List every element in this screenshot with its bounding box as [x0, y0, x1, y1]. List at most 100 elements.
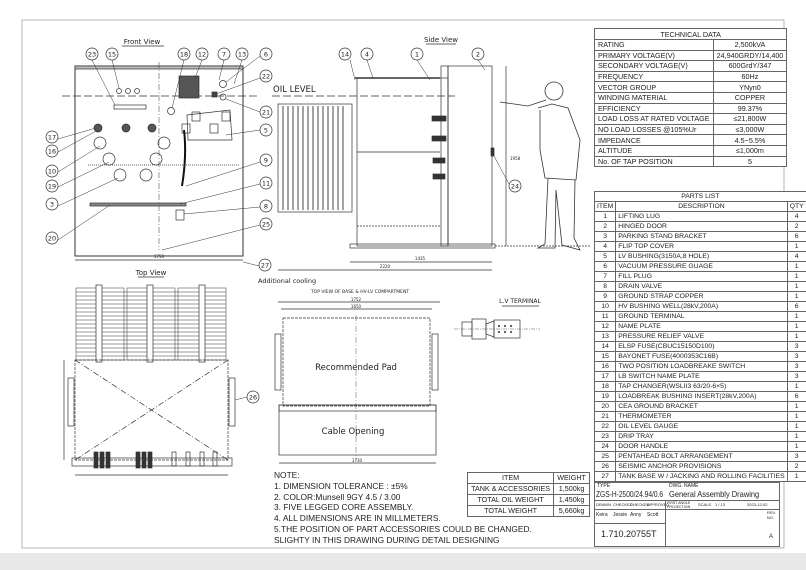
part-description: BAYONET FUSE(4000353C16B) [615, 351, 788, 362]
callout-17: 17 [45, 130, 59, 144]
part-description: HINGED DOOR [615, 221, 788, 232]
part-description: ELSP FUSE(CBUC15150D100) [615, 341, 788, 352]
note-line: 3. FIVE LEGGED CORE ASSEMBLY. [274, 502, 414, 513]
part-qty: 2 [786, 461, 806, 472]
svg-text:2: 2 [476, 51, 480, 59]
callout-23: 23 [85, 47, 99, 61]
svg-text:13: 13 [238, 51, 246, 59]
name-approved: Scott [647, 512, 659, 518]
type-value: ZGS-H-2500/24.94/0.6 [596, 489, 664, 499]
part-item: 21 [593, 411, 617, 422]
callout-12: 12 [195, 47, 209, 61]
callout-19: 19 [45, 179, 59, 193]
tech-label: FREQUENCY [594, 70, 714, 83]
tech-value: 24,940GRDY/14,400 [712, 49, 788, 62]
svg-text:9: 9 [264, 157, 268, 165]
note-line: 4. ALL DIMENSIONS ARE IN MILLMETERS. [274, 513, 441, 524]
part-item: 27 [593, 471, 617, 482]
part-item: 9 [593, 291, 617, 302]
part-item: 25 [593, 451, 617, 462]
tech-label: VECTOR GROUP [594, 81, 714, 93]
revision-mark: A [769, 534, 774, 540]
part-description: LV BUSHING(3150A,8 HOLE) [615, 251, 788, 262]
part-item: 16 [593, 361, 617, 372]
callout-13: 13 [235, 47, 249, 61]
part-description: LB SWITCH NAME PLATE [615, 371, 788, 382]
svg-text:15: 15 [108, 51, 116, 59]
part-qty: 1 [786, 431, 806, 442]
svg-text:4: 4 [365, 51, 369, 59]
part-item: 23 [593, 431, 617, 442]
tech-value: 4.5~5.5% [712, 134, 788, 146]
part-item: 17 [593, 371, 617, 382]
part-qty: 3 [786, 351, 806, 362]
part-qty: 6 [786, 231, 806, 242]
callout-16: 16 [45, 144, 59, 158]
side-view: Side View OIL LEVEL 1435 2220 1958 [272, 36, 590, 271]
tech-row: LOAD LOSS AT RATED VOLTAGE≤21,800W [594, 113, 788, 125]
top-view-label: Top View [135, 269, 167, 277]
part-description: DOOR HANDLE [615, 441, 788, 452]
callout-5: 5 [259, 123, 273, 137]
dwg-name-value: General Assembly Drawing [669, 489, 760, 499]
tech-label: WINDING MATERIAL [594, 91, 714, 104]
part-qty: 6 [786, 301, 806, 312]
dwg-name-label: DWG. NAME [669, 483, 699, 489]
role-checked-2: CHECKED [630, 502, 650, 507]
callout-22: 22 [259, 69, 273, 83]
technical-data-title: TECHNICAL DATA [593, 28, 788, 40]
part-description: TWO POSITION LOADBREAKE SWITCH [615, 361, 788, 372]
part-qty: 1 [786, 311, 806, 322]
front-view: Front View 1750 [62, 38, 260, 261]
dim-side-inner: 1435 [415, 256, 426, 261]
tech-label: SECONDARY VOLTAGE(V) [594, 60, 714, 72]
parts-header-description: DESCRIPTION [615, 201, 788, 212]
part-item: 19 [593, 391, 617, 402]
date: 2023-12-02 [747, 502, 768, 507]
callout-3: 3 [45, 197, 59, 211]
recommended-pad-label: Recommended Pad [315, 363, 397, 373]
tech-value: 600GrdY/347 [712, 60, 788, 72]
notes-title: NOTE: [274, 470, 300, 480]
svg-text:12: 12 [198, 51, 206, 59]
role-approved: APPROVED [647, 502, 670, 507]
tech-label: EFFICIENCY [594, 102, 714, 115]
callout-2: 2 [471, 47, 485, 61]
part-description: SEISMIC ANCHOR PROVISIONS [615, 461, 788, 472]
part-qty: 3 [786, 341, 806, 352]
tech-value: 5 [712, 155, 788, 168]
weight-value: 1,450kg [553, 494, 590, 506]
svg-text:17: 17 [48, 134, 56, 142]
callout-4: 4 [360, 47, 374, 61]
tech-row: PRIMARY VOLTAGE(V)24,940GRDY/14,400 [594, 49, 788, 62]
part-description: NAME PLATE [615, 321, 788, 332]
weight-item: TOTAL WEIGHT [466, 505, 555, 517]
callout-24: 24 [508, 179, 522, 193]
part-item: 6 [593, 261, 617, 272]
part-qty: 6 [786, 391, 806, 402]
part-item: 24 [593, 441, 617, 452]
note-line: 5.THE POSITION OF PART ACCESSORIES COULD… [274, 523, 532, 534]
svg-text:8: 8 [264, 203, 268, 211]
part-description: GROUND TERMINAL [615, 311, 788, 322]
lv-terminal-detail: L.V TERMINAL [454, 298, 542, 340]
callouts: 23 15 18 12 7 13 6 22 21 5 9 11 8 25 17 … [45, 47, 522, 404]
tech-label: No. OF TAP POSITION [594, 155, 714, 168]
part-qty: 1 [786, 321, 806, 332]
